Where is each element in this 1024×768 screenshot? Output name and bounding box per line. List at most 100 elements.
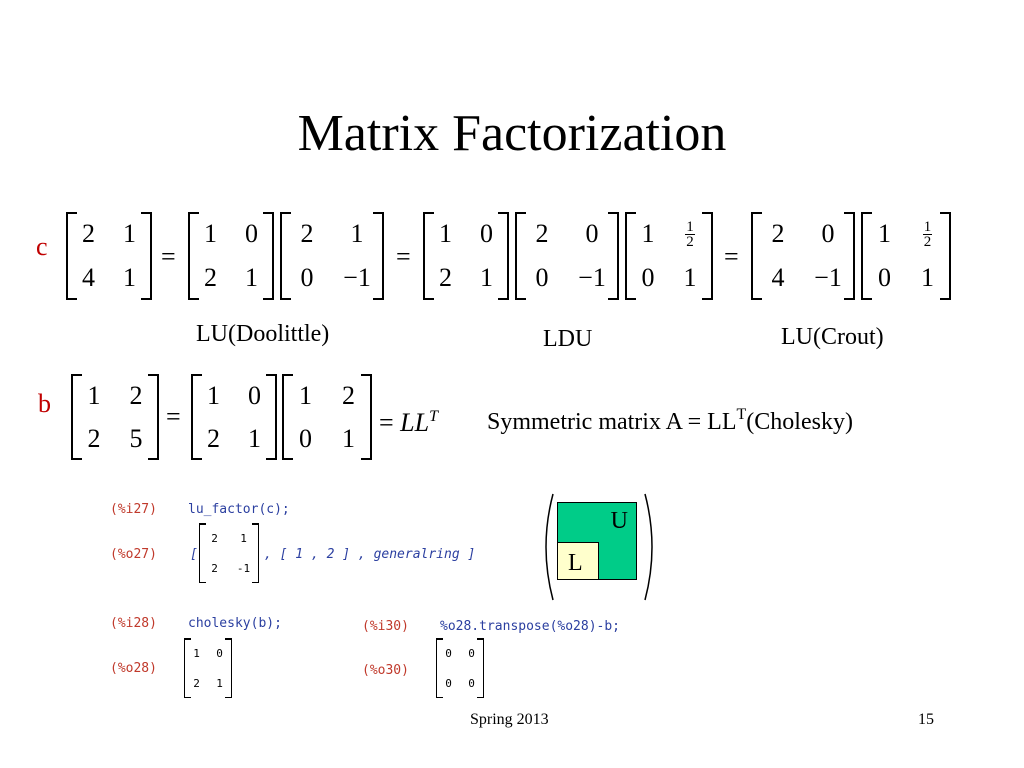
bracket-corner: [282, 298, 291, 300]
matrix-cell: 1: [193, 646, 200, 660]
bracket-corner: [373, 298, 382, 300]
bracket-corner: [200, 581, 206, 583]
bracket-corner: [148, 374, 157, 376]
page-number: 15: [918, 711, 934, 728]
bracket-corner: [225, 638, 231, 640]
equals-1: =: [161, 242, 176, 271]
bracket-corner: [190, 212, 199, 214]
matrix-cell: 2: [342, 380, 355, 410]
matrix-cell: −1: [814, 263, 842, 292]
matrix-cell: 0: [245, 219, 258, 248]
matrix-cell: 0: [248, 380, 261, 410]
label-crout: LU(Crout): [781, 324, 884, 350]
matrix-cell: 0: [299, 423, 312, 453]
cm-o30-grid: 0 0 0 0: [436, 638, 484, 698]
matrix-cell: 0: [445, 676, 452, 690]
matrix-cell: 2: [535, 219, 549, 248]
bracket-corner: [148, 458, 157, 460]
matrix-cell: 0: [445, 646, 452, 660]
matrix-cell: 1: [299, 380, 312, 410]
matrix-cell: 2: [207, 423, 220, 453]
bracket-corner: [141, 298, 150, 300]
cholesky-note-sup: T: [736, 406, 747, 423]
equals-2: =: [396, 242, 411, 271]
matrix-cell: 5: [129, 423, 143, 453]
matrix-cell: −1: [343, 263, 371, 292]
fraction-numerator: 1: [922, 218, 933, 235]
bracket-corner: [190, 298, 199, 300]
bracket-corner: [477, 696, 483, 698]
matrix-cell: 1: [921, 263, 934, 292]
matrix-cell: 0: [468, 676, 475, 690]
matrix-cell: 2: [771, 219, 785, 248]
matrix-cell: 0: [641, 263, 655, 292]
matrix-cell: 0: [480, 219, 493, 248]
slide-title: Matrix Factorization: [297, 105, 727, 162]
bracket-corner: [425, 298, 434, 300]
bracket-corner: [141, 212, 150, 214]
matrix-cell: 2: [82, 219, 95, 248]
matrix-cell: 2: [193, 676, 200, 690]
bracket-corner: [844, 298, 853, 300]
bracket-corner: [266, 458, 275, 460]
matrix-cell: 1: [240, 531, 247, 545]
matrix-cell: 1: [216, 676, 223, 690]
bracket-corner: [266, 374, 275, 376]
matrix-cell: 2: [211, 561, 218, 575]
matrix-cell: 0: [300, 263, 314, 292]
matrix-cell: 2: [204, 263, 217, 292]
fraction-denominator: 2: [686, 233, 694, 250]
matrix-cell: 2: [129, 380, 143, 410]
bracket-corner: [437, 696, 443, 698]
matrix-cell: 1: [245, 263, 258, 292]
bracket-corner: [863, 212, 872, 214]
bracket-corner: [361, 374, 370, 376]
matrix-cell: 2: [87, 423, 101, 453]
footer-date: Spring 2013: [470, 711, 549, 728]
bracket-corner: [193, 458, 202, 460]
result-llt: = LLT: [379, 402, 438, 438]
diagram-right-paren: [644, 493, 653, 601]
matrix-cell: -1: [236, 561, 251, 575]
bracket-corner: [477, 638, 483, 640]
bracket-corner: [68, 212, 77, 214]
bracket-corner: [498, 212, 507, 214]
label-doolittle: LU(Doolittle): [196, 321, 330, 347]
prompt-i27: (%i27): [110, 502, 157, 517]
matrix-cell: 2: [300, 219, 314, 248]
bracket-corner: [863, 298, 872, 300]
matrix-cell: 1: [204, 219, 217, 248]
prompt-i30: (%i30): [362, 619, 409, 634]
bracket-corner: [940, 298, 949, 300]
variable-b: b: [38, 389, 51, 418]
matrix-cell: 1: [123, 263, 136, 292]
prompt-o28: (%o28): [110, 661, 157, 676]
bracket-corner: [284, 374, 293, 376]
matrix-cell: 1: [248, 423, 261, 453]
matrix-cell: 0: [878, 263, 891, 292]
result-t: T: [429, 408, 438, 425]
matrix-cell: 1: [87, 380, 101, 410]
matrix-cell: 1: [350, 219, 364, 248]
bracket-corner: [225, 696, 231, 698]
matrix-cell: 1: [683, 263, 697, 292]
bracket-corner: [263, 298, 272, 300]
bracket-corner: [608, 212, 617, 214]
matrix-cell: 1: [641, 219, 655, 248]
fraction-denominator: 2: [923, 233, 932, 250]
matrix-cell: −1: [578, 263, 606, 292]
cholesky-note: Symmetric matrix A = LLT(Cholesky): [487, 401, 853, 436]
bracket-corner: [437, 638, 443, 640]
matrix-cell: 0: [468, 646, 475, 660]
lu-diagram: U L: [535, 492, 663, 602]
matrix-cell: 4: [771, 263, 785, 292]
